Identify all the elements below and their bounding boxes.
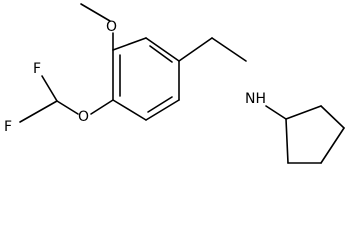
ring-bond-4	[145, 99, 180, 121]
bond-methyl-o	[80, 3, 111, 22]
atom-fluorine-bottom: F	[4, 119, 12, 135]
ring-bond-2	[145, 37, 180, 62]
bond-ring-ch2	[178, 37, 213, 62]
bond-ring-ether-o	[90, 99, 114, 115]
ring-bond-1	[112, 37, 147, 51]
atom-amine: NH	[245, 91, 266, 107]
bond-ether-o-c	[56, 100, 79, 115]
cp-bond-2	[320, 105, 345, 129]
ring-bond-5	[112, 99, 147, 121]
bond-c-f-bottom	[19, 100, 58, 123]
molecule-canvas: O O F F NH	[4, 3, 345, 164]
cp-bond-1	[285, 105, 322, 120]
structure-diagram: O O F F NH	[4, 3, 345, 164]
ring-double-2	[147, 96, 173, 113]
bond-ch2-n	[211, 37, 247, 62]
cp-bond-5	[285, 118, 289, 164]
bond-n-cyclopentyl	[265, 105, 287, 120]
ring-double-1	[149, 45, 173, 63]
atom-ether-oxygen: O	[78, 109, 89, 125]
bond-c-f-top	[41, 75, 58, 102]
atom-methoxy-oxygen: O	[106, 19, 117, 35]
atom-fluorine-top: F	[33, 61, 41, 77]
cp-bond-3	[320, 127, 345, 164]
